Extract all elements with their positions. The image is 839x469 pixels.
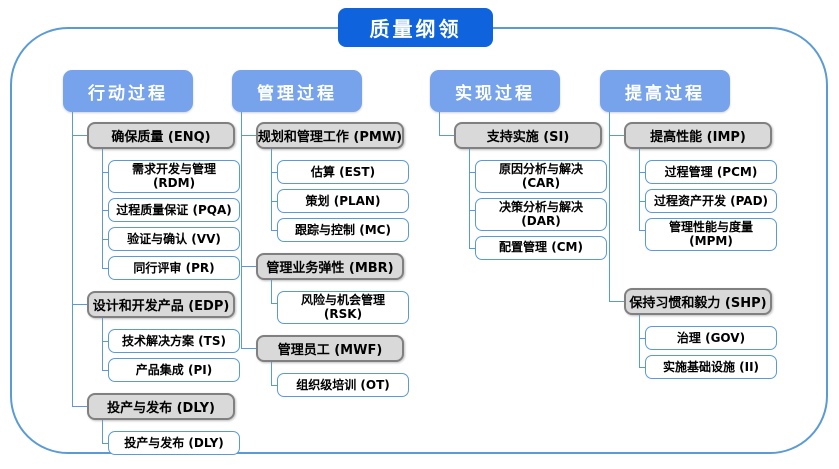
tree-child: 跟踪与控制 (MC) (271, 213, 409, 242)
tree-children: 需求开发与管理 (RDM) 过程质量保证 (PQA) 验证与确认 (VV) 同行… (102, 149, 240, 280)
node-est: 估算 (EST) (277, 160, 409, 184)
node-mbr: 管理业务弹性 (MBR) (256, 253, 404, 280)
node-shp: 保持习惯和毅力 (SHP) (624, 287, 772, 315)
tree-group: 设计和开发产品 (EDP) 技术解决方案 (TS) 产品集成 (PI) (72, 279, 240, 382)
tree-group: 提高性能 (IMP) 过程管理 (PCM) 过程资产开发 (PAD) 管理性能与… (609, 112, 777, 251)
tree-child: 技术解决方案 (TS) (102, 317, 240, 353)
tree-action: 确保质量 (ENQ) 需求开发与管理 (RDM) 过程质量保证 (PQA) 验证… (72, 112, 240, 455)
node-imp: 提高性能 (IMP) (624, 122, 772, 149)
tree-child: 投产与发布 (DLY) (102, 419, 240, 455)
column-header-improvement: 提高过程 (600, 70, 730, 112)
tree-children: 治理 (GOV) 实施基础设施 (II) (639, 314, 777, 379)
node-ii: 实施基础设施 (II) (645, 354, 777, 379)
node-pi: 产品集成 (PI) (108, 357, 240, 382)
tree-child: 管理性能与度量 (MPM) (639, 213, 777, 251)
tree-child: 估算 (EST) (271, 149, 409, 184)
tree-child: 策划 (PLAN) (271, 184, 409, 213)
node-pqa: 过程质量保证 (PQA) (108, 197, 240, 222)
node-dly-leaf: 投产与发布 (DLY) (108, 430, 240, 455)
column-header-realization: 实现过程 (430, 70, 560, 112)
tree-child: 需求开发与管理 (RDM) (102, 149, 240, 193)
node-gov: 治理 (GOV) (645, 325, 777, 350)
tree-group: 支持实施 (SI) 原因分析与解决 (CAR) 决策分析与解决 (DAR) 配置… (439, 112, 607, 260)
tree-children: 技术解决方案 (TS) 产品集成 (PI) (102, 317, 240, 382)
node-si: 支持实施 (SI) (454, 122, 602, 149)
tree-child: 过程管理 (PCM) (639, 149, 777, 184)
tree-child: 同行评审 (PR) (102, 250, 240, 280)
column-action-process: 行动过程 确保质量 (ENQ) 需求开发与管理 (RDM) 过程质量保证 (PQ… (63, 70, 240, 455)
node-mwf: 管理员工 (MWF) (256, 334, 404, 362)
tree-child: 配置管理 (CM) (469, 230, 607, 260)
diagram-title: 质量纲领 (338, 8, 493, 47)
tree-child: 产品集成 (PI) (102, 352, 240, 382)
node-dly: 投产与发布 (DLY) (87, 392, 235, 420)
node-rdm: 需求开发与管理 (RDM) (108, 160, 240, 193)
node-dar: 决策分析与解决 (DAR) (475, 197, 607, 231)
tree-child: 组织级培训 (OT) (271, 361, 409, 397)
tree-children: 过程管理 (PCM) 过程资产开发 (PAD) 管理性能与度量 (MPM) (639, 149, 777, 251)
node-car: 原因分析与解决 (CAR) (475, 160, 607, 193)
tree-improvement: 提高性能 (IMP) 过程管理 (PCM) 过程资产开发 (PAD) 管理性能与… (609, 112, 777, 379)
column-management-process: 管理过程 规划和管理工作 (PMW) 估算 (EST) 策划 (PLAN) 跟踪… (232, 70, 409, 397)
node-ts: 技术解决方案 (TS) (108, 328, 240, 353)
node-vv: 验证与确认 (VV) (108, 226, 240, 251)
node-pad: 过程资产开发 (PAD) (645, 189, 777, 213)
node-pr: 同行评审 (PR) (108, 255, 240, 280)
tree-child: 实施基础设施 (II) (639, 349, 777, 379)
tree-children: 组织级培训 (OT) (271, 361, 409, 397)
tree-group: 管理员工 (MWF) 组织级培训 (OT) (241, 323, 409, 397)
tree-children: 风险与机会管理 (RSK) (271, 280, 409, 324)
tree-realization: 支持实施 (SI) 原因分析与解决 (CAR) 决策分析与解决 (DAR) 配置… (439, 112, 607, 260)
column-header-management: 管理过程 (232, 70, 362, 112)
tree-group: 规划和管理工作 (PMW) 估算 (EST) 策划 (PLAN) 跟踪与控制 (… (241, 112, 409, 242)
tree-child: 过程质量保证 (PQA) (102, 192, 240, 222)
node-ot: 组织级培训 (OT) (277, 372, 409, 397)
node-pcm: 过程管理 (PCM) (645, 160, 777, 184)
tree-children: 原因分析与解决 (CAR) 决策分析与解决 (DAR) 配置管理 (CM) (469, 149, 607, 260)
tree-group: 确保质量 (ENQ) 需求开发与管理 (RDM) 过程质量保证 (PQA) 验证… (72, 112, 240, 280)
tree-management: 规划和管理工作 (PMW) 估算 (EST) 策划 (PLAN) 跟踪与控制 (… (241, 112, 409, 397)
node-cm: 配置管理 (CM) (475, 235, 607, 260)
tree-group: 投产与发布 (DLY) 投产与发布 (DLY) (72, 381, 240, 455)
column-header-action: 行动过程 (63, 70, 193, 112)
tree-children: 估算 (EST) 策划 (PLAN) 跟踪与控制 (MC) (271, 149, 409, 242)
tree-child: 风险与机会管理 (RSK) (271, 280, 409, 324)
column-improvement-process: 提高过程 提高性能 (IMP) 过程管理 (PCM) 过程资产开发 (PAD) … (600, 70, 777, 379)
node-pmw: 规划和管理工作 (PMW) (256, 122, 404, 149)
tree-group: 保持习惯和毅力 (SHP) 治理 (GOV) 实施基础设施 (II) (609, 250, 777, 379)
tree-child: 决策分析与解决 (DAR) (469, 192, 607, 231)
tree-child: 原因分析与解决 (CAR) (469, 149, 607, 193)
node-plan: 策划 (PLAN) (277, 189, 409, 213)
tree-child: 验证与确认 (VV) (102, 221, 240, 251)
tree-child: 过程资产开发 (PAD) (639, 184, 777, 213)
node-mc: 跟踪与控制 (MC) (277, 218, 409, 242)
tree-group: 管理业务弹性 (MBR) 风险与机会管理 (RSK) (241, 242, 409, 324)
tree-children: 投产与发布 (DLY) (102, 419, 240, 455)
node-rsk: 风险与机会管理 (RSK) (277, 291, 409, 324)
node-mpm: 管理性能与度量 (MPM) (645, 218, 777, 251)
node-edp: 设计和开发产品 (EDP) (87, 290, 235, 318)
tree-child: 治理 (GOV) (639, 314, 777, 350)
node-enq: 确保质量 (ENQ) (87, 122, 235, 149)
column-realization-process: 实现过程 支持实施 (SI) 原因分析与解决 (CAR) 决策分析与解决 (DA… (430, 70, 607, 260)
